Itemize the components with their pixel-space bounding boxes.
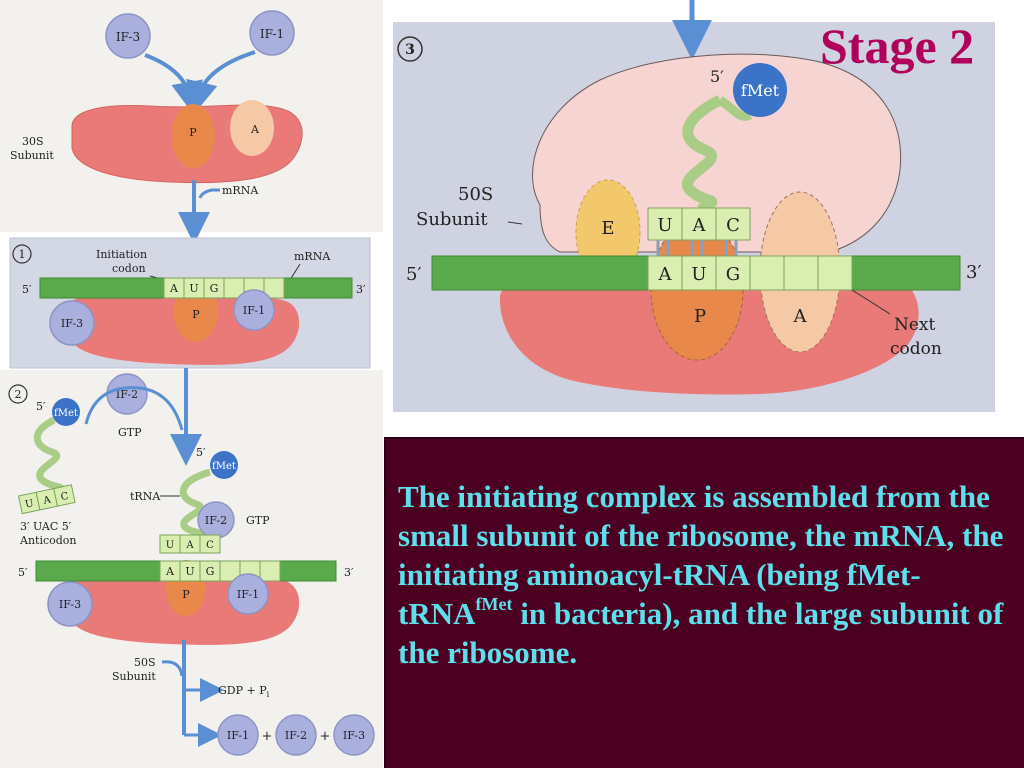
step-1-number: 1 <box>19 248 26 261</box>
five-prime-right: 5′ <box>406 264 422 285</box>
fmet-complex-label: fMet <box>212 461 236 472</box>
if3-step1-label: IF-3 <box>61 317 83 330</box>
three-prime-step1: 3′ <box>356 283 366 296</box>
fmet-right-label: fMet <box>741 81 780 100</box>
if1-step1-label: IF-1 <box>243 304 265 317</box>
anticodon-right-u: U <box>657 215 672 236</box>
codon-u: U <box>189 282 198 295</box>
trna-label: tRNA <box>130 490 161 503</box>
anticodon-complex-a: A <box>185 540 194 551</box>
p-site <box>171 104 215 168</box>
anticodon-label: 3′ UAC 5′Anticodon <box>19 520 77 547</box>
mrna-arrow-label: mRNA <box>222 184 259 197</box>
fmet-right <box>733 63 787 117</box>
anticodon-complex-c: C <box>206 540 214 551</box>
anticodon-right-c: C <box>726 215 740 236</box>
gtp-free-label: GTP <box>118 426 142 439</box>
three-prime-right: 3′ <box>966 262 982 283</box>
codon-g: G <box>210 282 219 295</box>
anticodon-c: C <box>60 491 70 503</box>
mrna-arrow <box>198 188 220 199</box>
five-prime-complex: 5′ <box>196 446 206 459</box>
gtp-complex-label: GTP <box>246 514 270 527</box>
a-site <box>230 100 274 156</box>
five-prime-trna-free: 5′ <box>36 400 46 413</box>
fmet-free-label: fMet <box>54 408 78 419</box>
anticodon-complex-u: U <box>166 540 174 551</box>
a-site-right-label: A <box>793 306 808 327</box>
page-title: Stage 2 <box>820 18 975 74</box>
trna-free-helix <box>33 416 65 498</box>
mrna-label-step1: mRNA <box>294 250 331 263</box>
five-prime-step2: 5′ <box>18 566 28 579</box>
codon-aug-right: A U G <box>647 255 853 291</box>
anticodon-complex: U A C <box>159 534 221 554</box>
release-plus-2: + <box>320 729 331 744</box>
codon-right-a: A <box>658 264 673 285</box>
step-3-number: 3 <box>405 42 415 58</box>
anticodon-free: U A C <box>17 484 76 515</box>
caption-part2: in bacteria), and the large subunit of t… <box>398 596 1004 670</box>
release-plus-1: + <box>262 729 273 744</box>
release-if3: IF-3 <box>343 729 365 742</box>
anticodon-a: A <box>41 494 52 507</box>
three-prime-step2: 3′ <box>344 566 354 579</box>
gdp-pi-label: GDP + Pi <box>218 684 270 699</box>
step-2-panel: 2 5′ fMet U A C 3′ UAC 5′Anticodon IF-2 … <box>0 368 383 768</box>
p-site-label: P <box>189 126 197 139</box>
p-site-step1-label: P <box>192 308 200 321</box>
step-2-number: 2 <box>15 388 22 401</box>
if2-complex-label: IF-2 <box>205 514 227 527</box>
caption-part1: The initiating complex is assembled from… <box>398 479 1004 631</box>
five-prime-trna-right: 5′ <box>710 67 724 86</box>
e-site-label: E <box>601 218 614 239</box>
codon-aug-step2: A U G <box>159 560 281 582</box>
codon-step2-u: U <box>185 565 194 578</box>
codon-right-u: U <box>691 264 706 285</box>
trna-right-helix <box>682 95 723 215</box>
caption-superscript: fMet <box>475 594 513 614</box>
release-if1: IF-1 <box>227 729 249 742</box>
if1-circle <box>249 10 295 56</box>
if3-circle <box>105 13 151 59</box>
a-site-label: A <box>250 123 260 136</box>
if3-label: IF-3 <box>116 30 140 44</box>
if1-step2-label: IF-1 <box>237 588 259 601</box>
codon-right-g: G <box>726 264 740 285</box>
step-3-panel: 3 E P A fMet 5′ U A C <box>393 0 995 412</box>
codon-step2-g: G <box>206 565 215 578</box>
codon-a: A <box>169 282 179 295</box>
caption-box: The initiating complex is assembled from… <box>384 437 1024 768</box>
anticodon-right-a: A <box>692 215 707 236</box>
anticodon-u: U <box>24 498 35 511</box>
caption-text: The initiating complex is assembled from… <box>398 477 1010 672</box>
release-if2: IF-2 <box>285 729 307 742</box>
if1-label: IF-1 <box>260 27 284 41</box>
if3-step2-label: IF-3 <box>59 598 81 611</box>
p-site-step2-label: P <box>182 588 190 601</box>
codon-step2-a: A <box>165 565 175 578</box>
if1-arrow <box>186 50 256 114</box>
if2-free-label: IF-2 <box>116 388 138 401</box>
trna-complex-helix <box>179 468 212 544</box>
anticodon-right: U A C <box>647 207 751 256</box>
five-prime-step1: 5′ <box>22 283 32 296</box>
p-site-right-label: P <box>694 306 706 327</box>
